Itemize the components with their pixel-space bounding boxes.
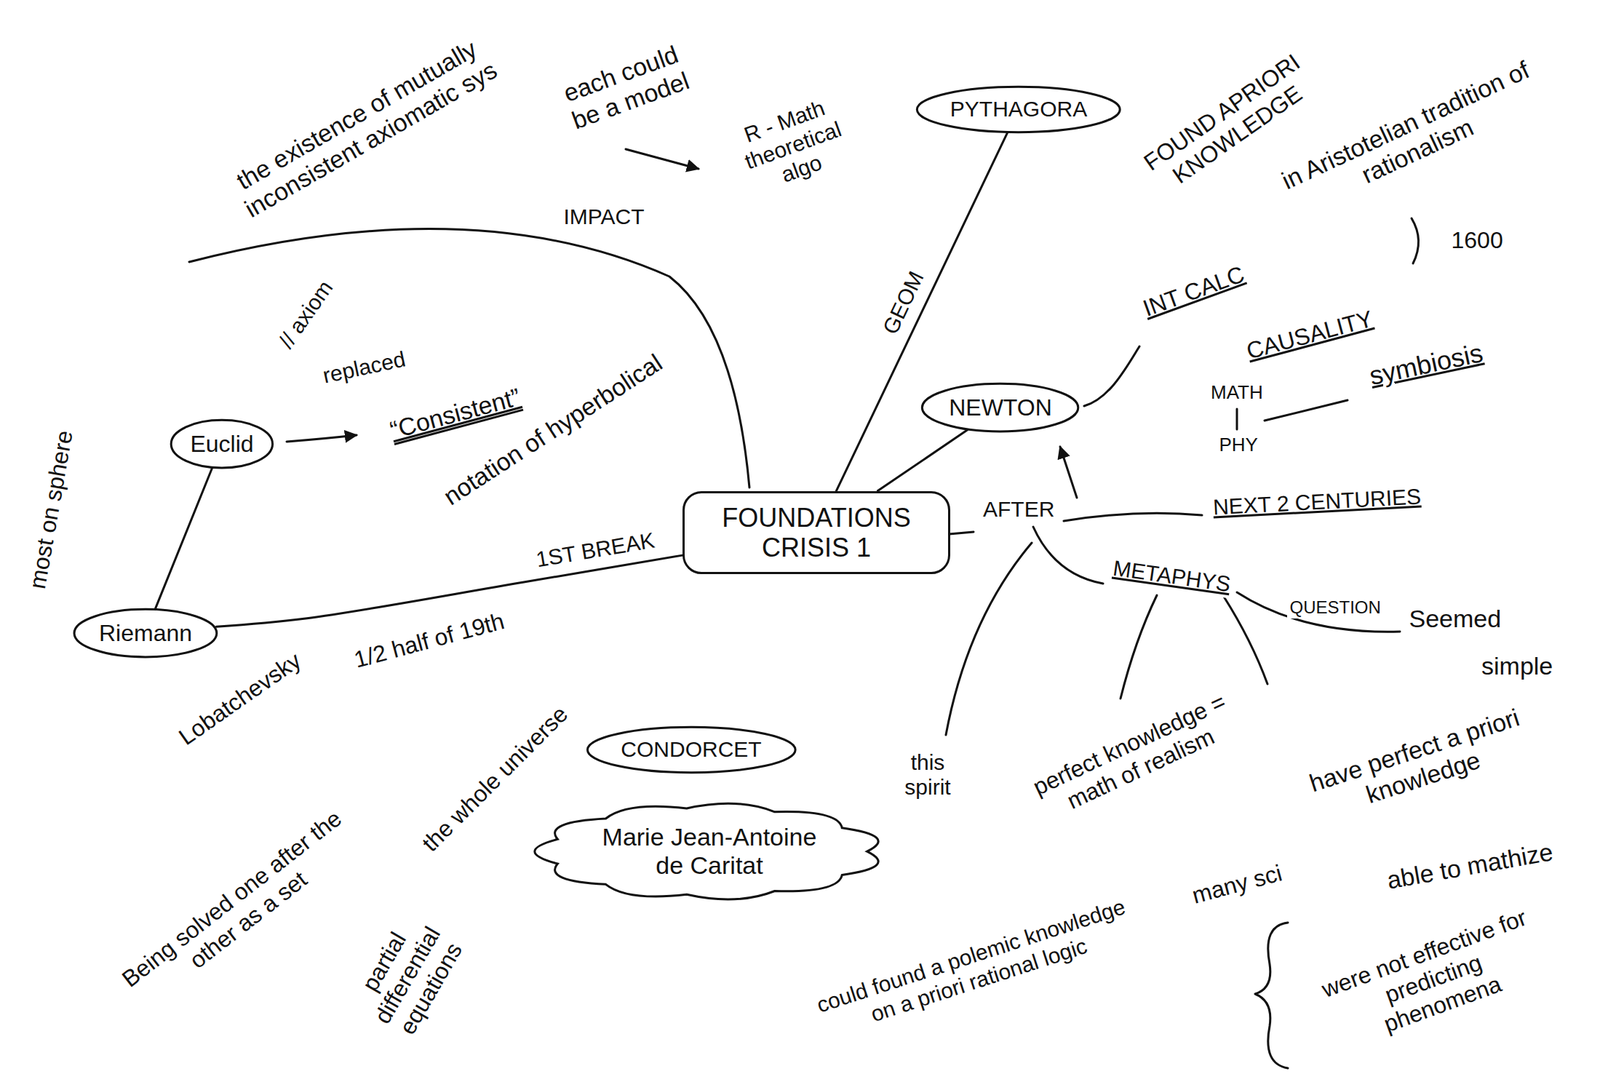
node-body: NEWTON xyxy=(948,394,1053,422)
branch-stroke xyxy=(1236,592,1400,632)
cloud-outline-box: Marie Jean-Antoine de Caritat xyxy=(529,799,889,903)
arrow xyxy=(625,149,699,169)
handwritten-note: most on sphere xyxy=(22,424,80,594)
handwritten-note: this spirit xyxy=(884,749,971,802)
circle-outline xyxy=(917,86,1121,132)
handwritten-note: simple xyxy=(1478,651,1556,682)
handwritten-note: the existence of mutually inconsistent a… xyxy=(198,15,529,240)
handwritten-note: Seemed xyxy=(1406,603,1505,634)
branch-stroke xyxy=(1033,526,1104,584)
branch-line xyxy=(877,430,967,492)
node-text: NEWTON xyxy=(948,394,1053,422)
handwritten-note: were not effective for predicting phenom… xyxy=(1314,902,1553,1056)
node-text: Marie Jean-Antoine de Caritat xyxy=(600,822,819,880)
cloud-outline xyxy=(534,803,879,900)
handwritten-note: “Consistent” xyxy=(383,380,526,446)
handwritten-note: R - Math theoretical algo xyxy=(708,83,878,208)
handwritten-note: MATH xyxy=(1207,381,1267,405)
node-body: Marie Jean-Antoine de Caritat xyxy=(600,822,819,880)
circled-name: Euclid xyxy=(169,419,275,469)
handwritten-note: PHY xyxy=(1216,433,1261,457)
branch-label: GEOM xyxy=(876,264,932,342)
handwritten-note: many sci xyxy=(1185,857,1288,911)
handwritten-note: Lobatchevsky xyxy=(170,644,309,754)
handwritten-note: NEXT 2 CENTURIES xyxy=(1209,483,1425,521)
node-body: Euclid xyxy=(189,430,254,458)
handwritten-note: notation of hyperbolical xyxy=(435,345,671,513)
branch-stroke xyxy=(1264,400,1348,421)
circle-outline xyxy=(587,726,796,772)
handwritten-note: AFTER xyxy=(980,496,1058,524)
branch-stroke xyxy=(1223,596,1268,684)
bracket xyxy=(1411,218,1419,264)
node-body: CONDORCET xyxy=(620,737,762,763)
branch-stroke xyxy=(945,542,1032,735)
node-text: Euclid xyxy=(189,430,254,458)
branch-stroke xyxy=(189,229,750,488)
handwritten-note: each could be a model xyxy=(544,34,708,141)
divider-stroke xyxy=(1236,408,1239,430)
branch-stroke xyxy=(1063,512,1203,521)
handwritten-note: perfect knowledge = math of realism xyxy=(1021,683,1248,829)
bracket xyxy=(1255,922,1288,1069)
handwritten-note: 1/2 half of 19th xyxy=(348,606,511,675)
arrow xyxy=(286,435,357,442)
branch-stroke xyxy=(1084,346,1140,407)
handwritten-note: the whole universe xyxy=(414,697,576,860)
node-body: Riemann xyxy=(98,619,193,647)
handwritten-note: 1600 xyxy=(1448,226,1507,255)
handwritten-note: CAUSALITY xyxy=(1240,303,1379,366)
handwritten-note: METAPHYS xyxy=(1108,554,1235,599)
node-text: Riemann xyxy=(98,619,193,647)
handwritten-note: IMPACT xyxy=(560,203,648,231)
node-body: PYTHAGORA xyxy=(950,96,1088,123)
circle-outline xyxy=(74,609,217,658)
handwritten-note: INT CALC xyxy=(1135,258,1251,324)
branch-label: 1ST BREAK xyxy=(531,526,660,575)
handwritten-note: partial differential equations xyxy=(330,882,484,1068)
circled-name: Riemann xyxy=(72,608,220,658)
handwritten-note: QUESTION xyxy=(1287,596,1384,619)
node-text: PYTHAGORA xyxy=(950,96,1088,123)
circle-outline xyxy=(922,383,1079,432)
branch-line xyxy=(216,555,683,627)
handwritten-note: have perfect a priori knowledge xyxy=(1261,688,1576,841)
circled-name: PYTHAGORA xyxy=(913,85,1123,134)
arrow xyxy=(1060,446,1077,498)
circled-name: CONDORCET xyxy=(584,726,799,774)
node-body: FOUNDATIONS CRISIS 1 xyxy=(699,502,933,564)
handwritten-note: // axiom xyxy=(271,272,341,356)
branch-stroke xyxy=(1120,595,1157,699)
central-topic-box: FOUNDATIONS CRISIS 1 xyxy=(682,491,951,575)
handwritten-note: could found a polemic knowledge on a pri… xyxy=(798,888,1152,1048)
circled-name: NEWTON xyxy=(919,382,1081,433)
handwritten-note: Being solved one after the other as a se… xyxy=(112,801,369,1018)
branch-line xyxy=(836,132,1008,491)
node-text: FOUNDATIONS CRISIS 1 xyxy=(699,502,933,564)
branch-line xyxy=(155,467,213,609)
handwritten-note: symbiosis xyxy=(1363,336,1488,393)
handwritten-note: replaced xyxy=(317,344,411,390)
node-text: CONDORCET xyxy=(620,737,762,763)
circle-outline xyxy=(170,419,273,468)
handwritten-note: able to mathize xyxy=(1381,836,1558,896)
